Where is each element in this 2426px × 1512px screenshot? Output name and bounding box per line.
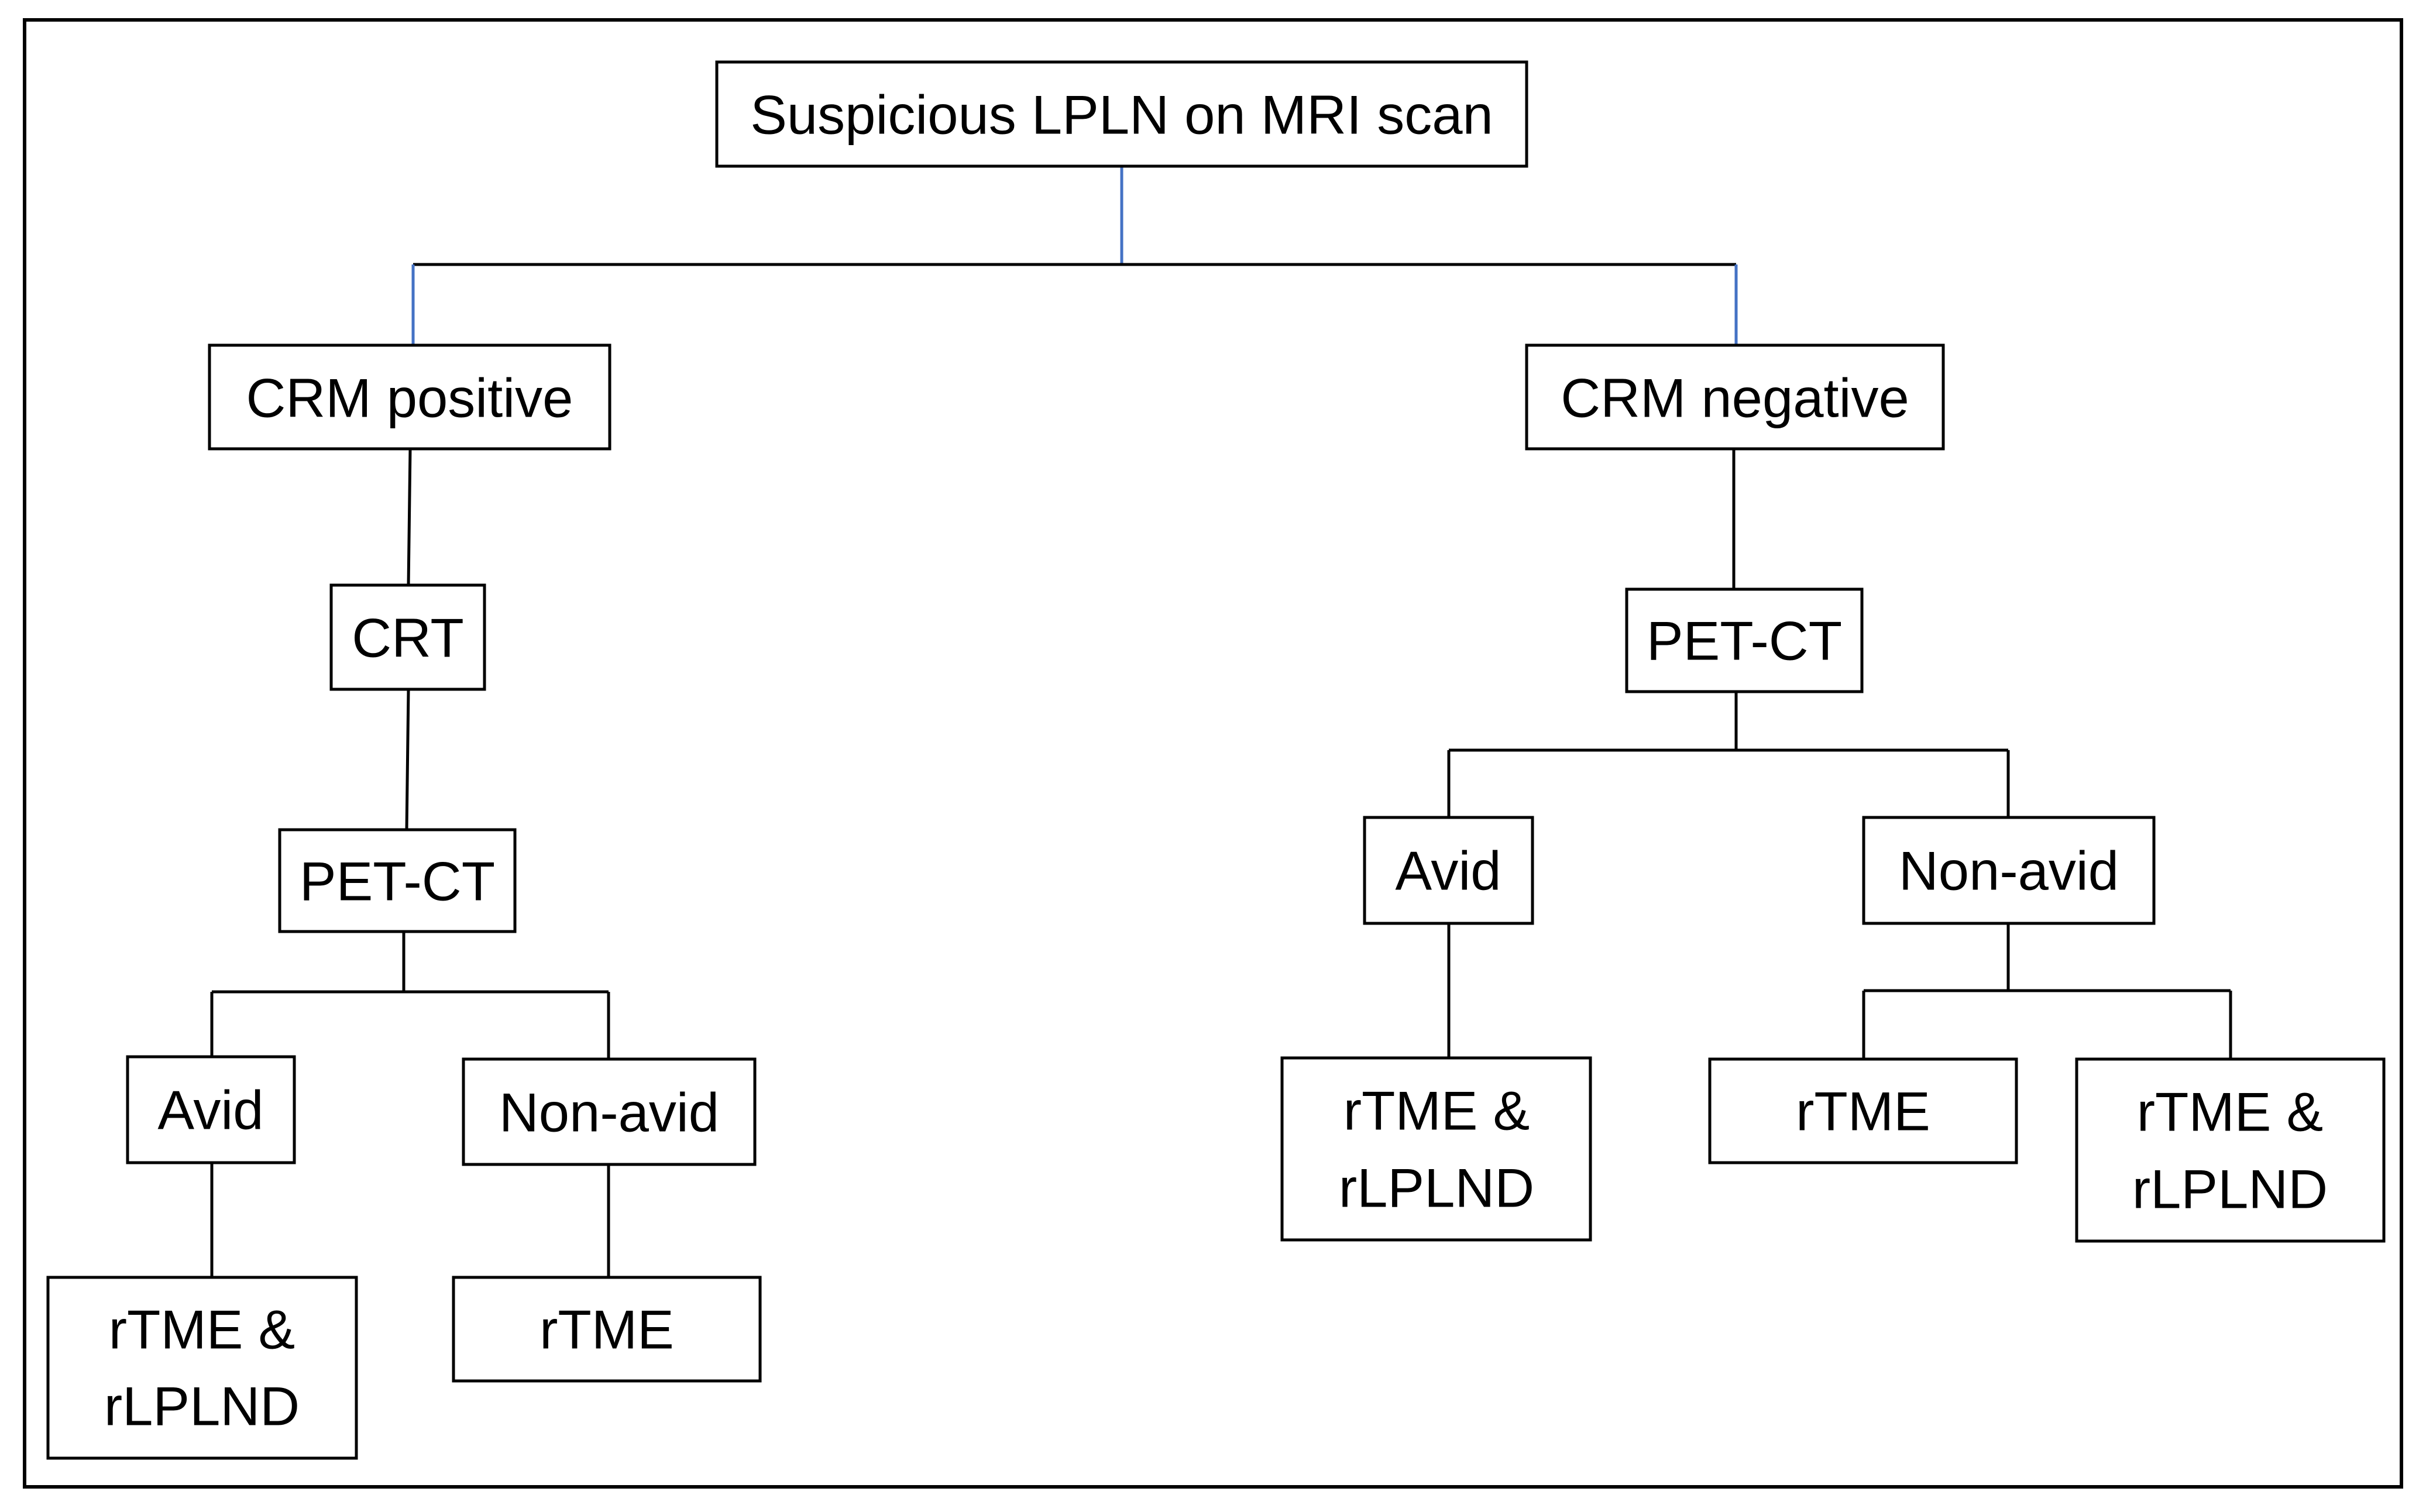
node-neg-avid-label: Avid [1395, 840, 1501, 902]
node-root: Suspicious LPLN on MRI scan [715, 60, 1528, 168]
node-crm-positive: CRM positive [208, 343, 611, 451]
node-neg-nonavid-result-a-label: rTME [1796, 1081, 1930, 1142]
node-neg-petct-label: PET-CT [1647, 610, 1842, 672]
node-pos-nonavid-result-label: rTME [540, 1299, 674, 1360]
node-pos-avid-result-line2: rLPLND [104, 1376, 300, 1437]
node-neg-nonavid-result-b-line2: rLPLND [2132, 1159, 2328, 1220]
node-pos-petct-label: PET-CT [300, 851, 495, 912]
node-neg-nonavid-result-b: rTME & rLPLND [2075, 1057, 2386, 1243]
node-crm-negative-label: CRM negative [1561, 367, 1909, 429]
node-pos-nonavid: Non-avid [462, 1057, 757, 1166]
connector-crm-positive-to-crt [407, 448, 412, 586]
node-pos-crt-label: CRT [352, 607, 464, 669]
node-neg-nonavid: Non-avid [1862, 816, 2156, 925]
diagram-frame [23, 18, 2403, 1489]
node-crm-positive-label: CRM positive [246, 367, 573, 429]
node-pos-nonavid-result: rTME [452, 1276, 762, 1383]
node-pos-avid-result-line1: rTME & [109, 1299, 295, 1360]
node-crm-negative: CRM negative [1525, 343, 1945, 451]
node-neg-nonavid-label: Non-avid [1899, 840, 2119, 902]
node-pos-avid-result: rTME & rLPLND [46, 1276, 358, 1460]
node-pos-petct: PET-CT [278, 828, 517, 933]
node-neg-petct: PET-CT [1625, 587, 1864, 693]
connector-crt-to-petct [405, 689, 410, 830]
node-pos-nonavid-label: Non-avid [499, 1082, 719, 1143]
node-neg-nonavid-result-a: rTME [1708, 1057, 2018, 1164]
node-pos-avid-label: Avid [157, 1080, 263, 1141]
node-neg-avid: Avid [1363, 816, 1534, 925]
node-pos-crt: CRT [329, 583, 486, 691]
connectors [210, 166, 2232, 1277]
node-pos-avid: Avid [126, 1055, 296, 1164]
node-neg-avid-result: rTME & rLPLND [1280, 1056, 1592, 1242]
node-root-label: Suspicious LPLN on MRI scan [750, 84, 1493, 146]
node-neg-nonavid-result-b-line1: rTME & [2137, 1081, 2324, 1143]
node-neg-avid-result-line1: rTME & [1343, 1080, 1530, 1142]
node-neg-avid-result-line2: rLPLND [1339, 1157, 1534, 1219]
